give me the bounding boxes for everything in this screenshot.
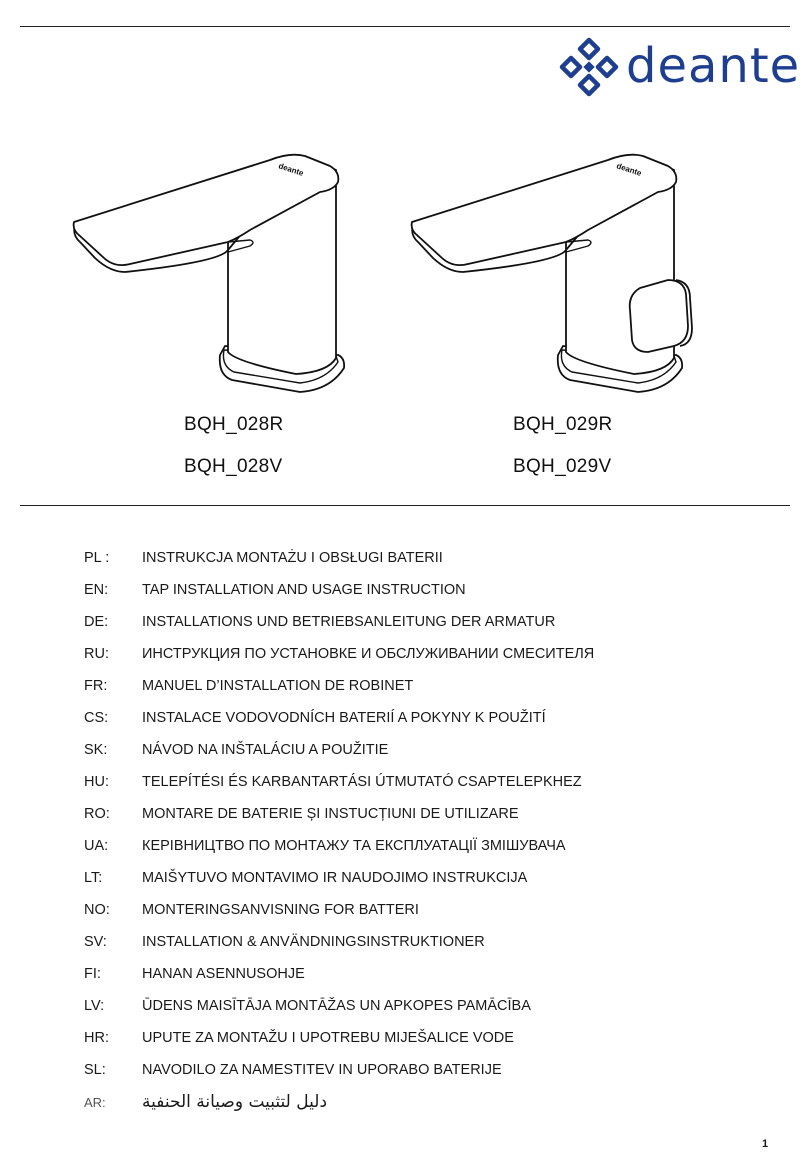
language-title: MONTARE DE BATERIE ȘI INSTUCȚIUNI DE UTI…	[142, 806, 519, 822]
language-list: PL : INSTRUKCJA MONTAŻU I OBSŁUGI BATERII…	[84, 542, 594, 1118]
language-row: UA: КЕРІВНИЦТВО ПО МОНТАЖУ ТА ЕКСПЛУАТАЦІ…	[84, 830, 594, 862]
model-code-left-2: BQH_028V	[184, 456, 283, 477]
language-row: SL: NAVODILO ZA NAMESTITEV IN UPORABO BAT…	[84, 1054, 594, 1086]
language-row: CS: INSTALACE VODOVODNÍCH BATERIÍ A POKYN…	[84, 702, 594, 734]
language-title: КЕРІВНИЦТВО ПО МОНТАЖУ ТА ЕКСПЛУАТАЦІЇ З…	[142, 838, 566, 854]
language-title: INSTALLATIONS UND BETRIEBSANLEITUNG DER …	[142, 614, 556, 630]
language-row: FR: MANUEL D’INSTALLATION DE ROBINET	[84, 670, 594, 702]
faucet-illustrations: deante deante	[72, 153, 693, 393]
language-code: NO:	[84, 902, 110, 918]
language-row: RU: ИНСТРУКЦИЯ ПО УСТАНОВКЕ И ОБСЛУЖИВАНИ…	[84, 638, 594, 670]
language-row: HU: TELEPÍTÉSI ÉS KARBANTARTÁSI ÚTMUTATÓ …	[84, 766, 594, 798]
page-number: 1	[762, 1138, 769, 1150]
language-code: DE:	[84, 614, 109, 630]
brand-wordmark: deante	[626, 38, 801, 94]
middle-divider	[20, 505, 790, 506]
language-row: NO: MONTERINGSANVISNING FOR BATTERI	[84, 894, 594, 926]
language-row: SV: INSTALLATION & ANVÄNDNINGSINSTRUKTION…	[84, 926, 594, 958]
language-code: PL :	[84, 550, 110, 566]
language-title: TELEPÍTÉSI ÉS KARBANTARTÁSI ÚTMUTATÓ CSA…	[142, 774, 582, 790]
language-title: INSTALLATION & ANVÄNDNINGSINSTRUKTIONER	[142, 934, 485, 950]
language-title: UPUTE ZA MONTAŽU I UPOTREBU MIJEŠALICE V…	[142, 1030, 514, 1046]
language-code: LV:	[84, 998, 105, 1014]
language-code: SL:	[84, 1062, 106, 1078]
language-row: LT: MAIŠYTUVO MONTAVIMO IR NAUDOJIMO INST…	[84, 862, 594, 894]
language-code: SV:	[84, 934, 107, 950]
language-row: PL : INSTRUKCJA MONTAŻU I OBSŁUGI BATERII	[84, 542, 594, 574]
language-row: EN: TAP INSTALLATION AND USAGE INSTRUCTIO…	[84, 574, 594, 606]
language-title: MAIŠYTUVO MONTAVIMO IR NAUDOJIMO INSTRUK…	[142, 870, 528, 886]
language-title: INSTRUKCJA MONTAŻU I OBSŁUGI BATERII	[142, 550, 443, 566]
language-row: DE: INSTALLATIONS UND BETRIEBSANLEITUNG D…	[84, 606, 594, 638]
language-row: FI: HANAN ASENNUSOHJE	[84, 958, 594, 990]
language-code: UA:	[84, 838, 109, 854]
language-code: HR:	[84, 1030, 109, 1046]
faucet-left: deante	[72, 153, 346, 393]
language-row: AR: دليل لتثبيت وصيانة الحنفية	[84, 1086, 594, 1118]
language-code: CS:	[84, 710, 109, 726]
deante-logo-icon	[559, 37, 619, 97]
model-code-left-1: BQH_028R	[184, 414, 284, 435]
language-row: LV: ŪDENS MAISĪTĀJA MONTĀŽAS UN APKOPES P…	[84, 990, 594, 1022]
language-row: RO: MONTARE DE BATERIE ȘI INSTUCȚIUNI DE …	[84, 798, 594, 830]
language-title: ИНСТРУКЦИЯ ПО УСТАНОВКЕ И ОБСЛУЖИВАНИИ С…	[142, 646, 595, 662]
language-code: FR:	[84, 678, 108, 694]
language-code: FI:	[84, 966, 101, 982]
language-code: LT:	[84, 870, 103, 886]
language-title: TAP INSTALLATION AND USAGE INSTRUCTION	[142, 582, 466, 598]
brand-logo: deante	[558, 36, 799, 98]
language-title: NAVODILO ZA NAMESTITEV IN UPORABO BATERI…	[142, 1062, 502, 1078]
language-code: HU:	[84, 774, 109, 790]
top-divider	[20, 26, 790, 27]
language-title: HANAN ASENNUSOHJE	[142, 966, 305, 982]
language-code: RO:	[84, 806, 110, 822]
language-title: INSTALACE VODOVODNÍCH BATERIÍ A POKYNY K…	[142, 710, 546, 726]
model-code-right-1: BQH_029R	[513, 414, 613, 435]
language-code: AR:	[84, 1094, 106, 1110]
language-code: SK:	[84, 742, 108, 758]
language-title: NÁVOD NA INŠTALÁCIU A POUŽITIE	[142, 742, 389, 758]
faucet-right: deante	[410, 153, 693, 393]
language-title: دليل لتثبيت وصيانة الحنفية	[142, 1092, 328, 1112]
language-row: SK: NÁVOD NA INŠTALÁCIU A POUŽITIE	[84, 734, 594, 766]
language-title: MANUEL D’INSTALLATION DE ROBINET	[142, 678, 414, 694]
model-code-right-2: BQH_029V	[513, 456, 612, 477]
language-code: EN:	[84, 582, 109, 598]
language-code: RU:	[84, 646, 109, 662]
language-title: MONTERINGSANVISNING FOR BATTERI	[142, 902, 419, 918]
language-title: ŪDENS MAISĪTĀJA MONTĀŽAS UN APKOPES PAMĀ…	[142, 998, 531, 1014]
language-row: HR: UPUTE ZA MONTAŽU I UPOTREBU MIJEŠALIC…	[84, 1022, 594, 1054]
